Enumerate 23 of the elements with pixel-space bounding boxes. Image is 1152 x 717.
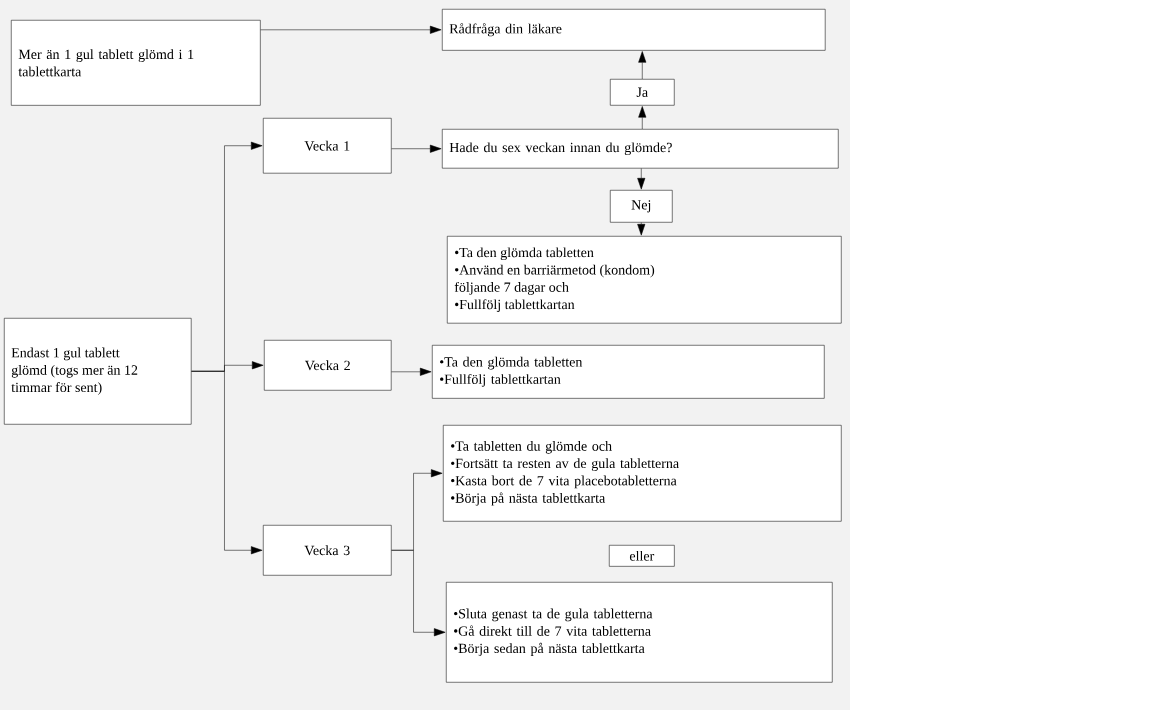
arrow — [391, 550, 446, 637]
arrow — [637, 168, 646, 190]
question-box: Hade du sex veckan innan du glömde? — [442, 129, 839, 169]
answer-box: Nej — [610, 190, 673, 223]
label-box: eller — [609, 545, 675, 567]
instruction-box: •Ta den glömda tabletten •Använd en barriärmetod (kondom) följande 7 dagar och •Fullfölj tablettkartan — [447, 236, 842, 324]
arrow — [191, 371, 263, 555]
answer-box: Ja — [610, 79, 675, 106]
process-box: Vecka 3 — [263, 525, 392, 576]
arrow — [638, 106, 647, 130]
instruction-box: •Sluta genast ta de gula tabletterna •Gå direkt till de 7 vita tabletterna •Börja sedan på nästa tablettkarta — [446, 582, 833, 683]
arrow — [638, 51, 647, 80]
arrow — [391, 144, 442, 153]
arrow — [260, 25, 442, 34]
process-box: Mer än 1 gul tablett glömd i 1 tablettkarta — [11, 20, 261, 106]
process-box: Rådfråga din läkare — [442, 9, 826, 51]
arrow — [637, 222, 646, 236]
instruction-box: •Ta den glömda tabletten •Fullfölj tablettkartan — [432, 345, 825, 399]
process-box: Endast 1 gul tablett glömd (togs mer än 12 timmar för sent) — [4, 318, 192, 425]
instruction-box: •Ta tabletten du glömde och •Fortsätt ta resten av de gula tabletterna •Kasta bort de 7 vita placebotabletterna •Börja på nästa tablettkarta — [443, 425, 842, 522]
process-box: Vecka 1 — [263, 118, 392, 174]
arrow — [391, 367, 432, 376]
process-box: Vecka 2 — [264, 340, 392, 391]
